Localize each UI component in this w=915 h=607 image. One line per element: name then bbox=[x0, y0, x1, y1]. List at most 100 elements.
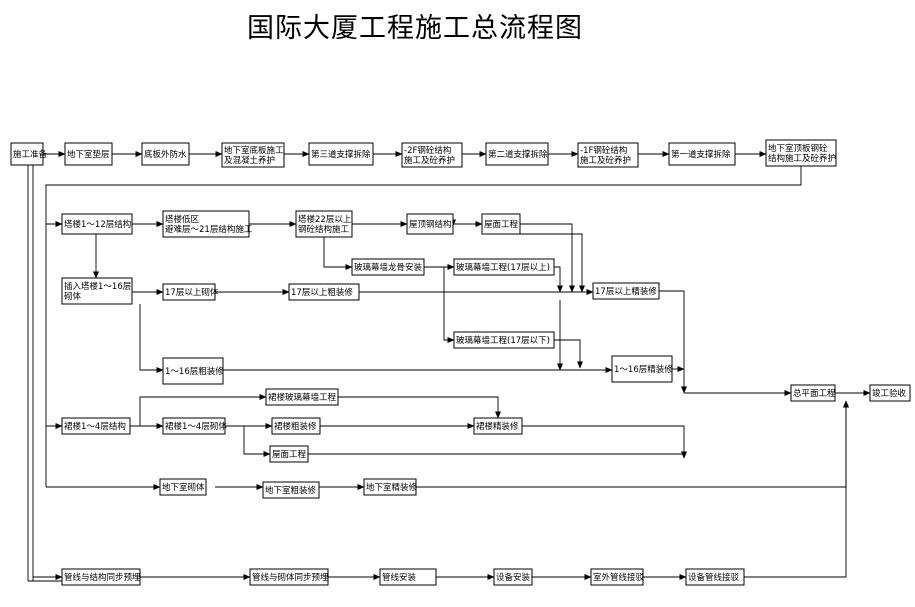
node-podium-rough-deco: 裙楼粗装修 bbox=[271, 417, 321, 435]
node-curtain-below-17: 玻璃幕墙工程(17层以下) bbox=[453, 331, 555, 349]
node-label: 第二道支撑拆除 bbox=[488, 149, 548, 160]
node-frame bbox=[269, 445, 309, 463]
node-label: 玻璃幕墙工程(17层以下) bbox=[456, 335, 550, 346]
node-roof-steel: 屋顶钢结构 bbox=[406, 213, 454, 235]
node-label: 结构施工及砼养护 bbox=[768, 153, 836, 164]
node-label: 插入塔楼1～16层 bbox=[64, 281, 131, 292]
node-podium-fine-deco: 裙楼精装修 bbox=[473, 417, 523, 435]
flow-connector bbox=[554, 266, 563, 293]
node-curtain-frame: 玻璃幕墙龙骨安装 bbox=[351, 258, 425, 276]
node-label: 施工及砼养护 bbox=[580, 155, 631, 166]
node-frame bbox=[162, 417, 226, 435]
node-equipment-connection: 设备管线接驳 bbox=[685, 568, 745, 586]
node-label: 17层以上砌体 bbox=[165, 287, 219, 298]
node-services-embed-masonry: 管线与砌体同步预埋 bbox=[249, 568, 329, 586]
node-label: 17层以上精装修 bbox=[595, 286, 657, 297]
node-second-brace-removal: 第二道支撑拆除 bbox=[485, 142, 549, 166]
node-label: 玻璃幕墙工程(17层以上) bbox=[456, 262, 550, 273]
node-label: 屋面工程 bbox=[484, 220, 519, 230]
node-rough-deco-above-17: 17层以上粗装修 bbox=[288, 283, 360, 301]
node-label: 地下室底板施工 bbox=[224, 145, 284, 156]
node-label: 17层以上粗装修 bbox=[291, 287, 353, 298]
flow-connector bbox=[323, 237, 353, 270]
node-podium-curtain: 裙楼玻璃幕墙工程 bbox=[265, 388, 339, 406]
node-label: 管线与结构同步预埋 bbox=[64, 572, 141, 583]
node-label: 裙楼1～4层结构 bbox=[64, 421, 126, 432]
node-basement-fine-deco: 地下室精装修 bbox=[363, 478, 418, 496]
flow-connector bbox=[659, 290, 687, 394]
flow-connector bbox=[744, 400, 849, 578]
connectors bbox=[27, 151, 871, 582]
node-frame bbox=[141, 142, 190, 166]
node-label: 1～16层粗装修 bbox=[165, 366, 224, 377]
node-floor-waterproof: 底板外防水 bbox=[141, 142, 190, 166]
node-fine-deco-1-16: 1～16层精装修 bbox=[611, 355, 673, 383]
node-frame bbox=[308, 142, 374, 166]
node-label: 施工准备 bbox=[13, 149, 48, 160]
node-tower-1-12-structure: 塔楼1～12层结构 bbox=[61, 213, 133, 235]
node-curtain-above-17: 玻璃幕墙工程(17层以上) bbox=[453, 258, 555, 276]
node-frame bbox=[401, 142, 463, 168]
node-equipment-install: 设备安装 bbox=[493, 568, 533, 586]
node-label: -2F钢砼结构 bbox=[404, 145, 451, 156]
node-rough-deco-1-16: 1～16层粗装修 bbox=[162, 357, 224, 385]
node-podium-structure: 裙楼1～4层结构 bbox=[61, 417, 131, 435]
node-label: 裙楼粗装修 bbox=[274, 421, 317, 432]
node-label: 砌体 bbox=[64, 291, 82, 302]
node-frame bbox=[61, 568, 141, 586]
flow-connector bbox=[416, 400, 849, 488]
node-label: 避难层～21层结构施工 bbox=[165, 224, 253, 235]
flow-connector bbox=[522, 425, 687, 459]
node-services-install: 管线安装 bbox=[379, 568, 437, 586]
node-frame bbox=[61, 213, 133, 235]
flow-connector bbox=[139, 394, 267, 426]
node-label: 裙楼精装修 bbox=[476, 421, 519, 432]
node-frame bbox=[379, 568, 437, 586]
node-label: 第三道支撑拆除 bbox=[311, 149, 371, 160]
node-frame bbox=[249, 568, 329, 586]
node-services-embed-structure: 管线与结构同步预埋 bbox=[61, 568, 141, 586]
node-frame bbox=[64, 142, 113, 166]
flow-connector bbox=[554, 339, 583, 369]
node-frame bbox=[162, 283, 216, 301]
node-label: -1F钢砼结构 bbox=[580, 145, 627, 156]
node-frame bbox=[453, 258, 555, 276]
flow-connector bbox=[520, 223, 575, 293]
node-frame bbox=[288, 283, 360, 301]
node-fine-deco-above-17: 17层以上精装修 bbox=[592, 282, 660, 300]
node-frame bbox=[453, 331, 555, 349]
node-label: 底板外防水 bbox=[144, 149, 187, 160]
node-frame bbox=[577, 142, 639, 168]
node-first-brace-removal: 第一道支撑拆除 bbox=[668, 142, 736, 166]
node-label: 塔楼1～12层结构 bbox=[64, 219, 131, 230]
node-podium-roofing: 屋面工程 bbox=[269, 445, 309, 463]
node-outdoor-connection: 室外管线接驳 bbox=[590, 568, 645, 586]
node-label: 塔楼低区 bbox=[165, 214, 200, 225]
node-label: 管线安装 bbox=[382, 572, 417, 583]
node-frame bbox=[10, 142, 44, 166]
flow-connector bbox=[501, 233, 585, 293]
node-label: 地下室顶板钢砼 bbox=[768, 143, 828, 154]
node-site-works: 总平面工程 bbox=[790, 384, 836, 402]
node-basement-cushion: 地下室垫层 bbox=[64, 142, 113, 166]
node-frame bbox=[592, 282, 660, 300]
node-label: 地下室精装修 bbox=[366, 482, 418, 493]
flow-connector bbox=[243, 426, 271, 457]
flow-connector bbox=[338, 396, 501, 419]
flow-connector bbox=[308, 451, 687, 459]
flow-connector bbox=[139, 304, 164, 373]
node-frame bbox=[363, 478, 417, 496]
node-label: 设备安装 bbox=[496, 572, 531, 583]
node-label: 第一道支撑拆除 bbox=[671, 149, 731, 160]
node-masonry-above-17: 17层以上砌体 bbox=[162, 283, 219, 301]
node-frame bbox=[493, 568, 533, 586]
node-frame bbox=[485, 142, 549, 166]
node-frame bbox=[473, 417, 523, 435]
